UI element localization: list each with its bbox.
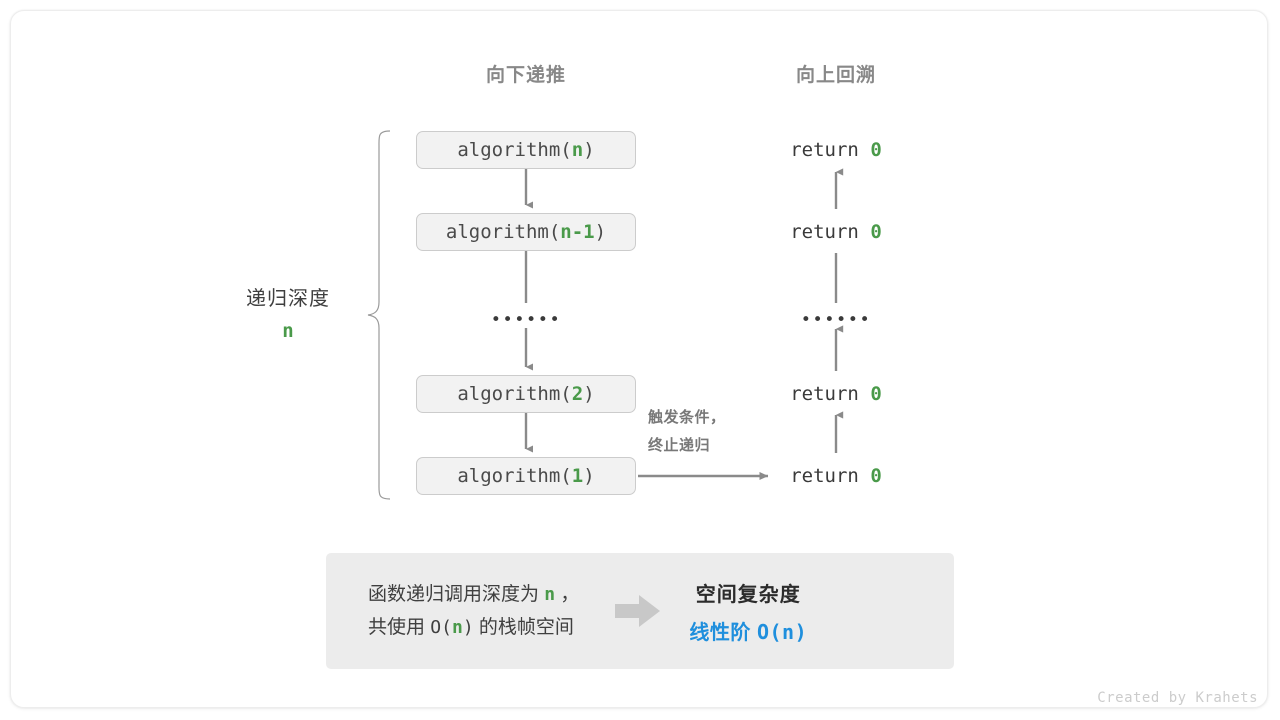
return-statement-1: return 0 [790, 139, 882, 161]
return-value: 0 [870, 383, 882, 405]
summary-result: 空间复杂度 线性阶 O(n) [689, 578, 807, 645]
return-statement-4: return 0 [790, 465, 882, 487]
summary-result-title: 空间复杂度 [695, 583, 801, 606]
call-box-close: ) [583, 139, 595, 161]
call-box-1: algorithm(1) [416, 457, 636, 495]
summary-line2-n: n [451, 617, 463, 638]
return-keyword: return [790, 465, 871, 487]
summary-result-order: 线性阶 [689, 621, 757, 644]
call-box-n: algorithm(n) [416, 131, 636, 169]
summary-line-2: 共使用 O(n) 的栈帧空间 [368, 611, 579, 644]
depth-brace [367, 130, 391, 500]
return-keyword: return [790, 139, 871, 161]
recursion-depth-label: 递归深度 n [246, 282, 330, 342]
summary-line2-close: ) [462, 617, 474, 638]
call-box-close: ) [583, 465, 595, 487]
call-box-name: algorithm( [457, 383, 572, 405]
call-box-name: algorithm( [445, 221, 561, 243]
return-value: 0 [870, 139, 882, 161]
terminate-condition-line1: 触发条件， [648, 409, 726, 426]
call-box-name: algorithm( [457, 465, 572, 487]
summary-line2-post: 的栈帧空间 [473, 617, 574, 638]
call-box-n-minus-1: algorithm(n-1) [416, 213, 636, 251]
ellipsis-descend: •••••• [490, 310, 562, 330]
summary-description: 函数递归调用深度为 n ， 共使用 O(n) 的栈帧空间 [326, 578, 579, 644]
summary-panel: 函数递归调用深度为 n ， 共使用 O(n) 的栈帧空间 空间复杂度 线性阶 O… [326, 553, 954, 669]
column-heading-backtrack: 向上回溯 [795, 65, 877, 86]
column-heading-descend: 向下递推 [485, 65, 567, 86]
summary-result-notation: O(n) [756, 619, 808, 644]
call-box-close: ) [594, 221, 607, 243]
return-keyword: return [790, 221, 871, 243]
return-statement-3: return 0 [790, 383, 882, 405]
recursion-depth-value: n [282, 320, 294, 342]
call-box-2: algorithm(2) [416, 375, 636, 413]
summary-line1-post: ， [555, 584, 580, 605]
summary-line-1: 函数递归调用深度为 n ， [368, 578, 579, 611]
return-value: 0 [870, 465, 882, 487]
return-keyword: return [790, 383, 871, 405]
call-box-arg: 2 [571, 383, 584, 405]
call-box-arg: n [571, 139, 584, 161]
call-box-name: algorithm( [457, 139, 572, 161]
call-box-arg: n-1 [560, 221, 595, 243]
recursion-depth-text: 递归深度 [246, 288, 330, 310]
call-box-arg: 1 [571, 465, 584, 487]
ellipsis-backtrack: •••••• [800, 310, 872, 330]
credit-text: Created by Krahets [1097, 690, 1258, 706]
return-value: 0 [870, 221, 882, 243]
call-box-close: ) [583, 383, 595, 405]
summary-line1-pre: 函数递归调用深度为 [368, 584, 545, 605]
terminate-condition-line2: 终止递归 [648, 437, 711, 454]
summary-line2-open: O( [430, 617, 452, 638]
summary-line1-n: n [544, 584, 556, 605]
summary-line2-pre: 共使用 [368, 617, 431, 638]
summary-result-value: 线性阶 O(n) [689, 616, 807, 645]
right-block-arrow-icon [615, 594, 661, 628]
terminate-condition-note: 触发条件， 终止递归 [648, 404, 726, 460]
return-statement-2: return 0 [790, 221, 882, 243]
